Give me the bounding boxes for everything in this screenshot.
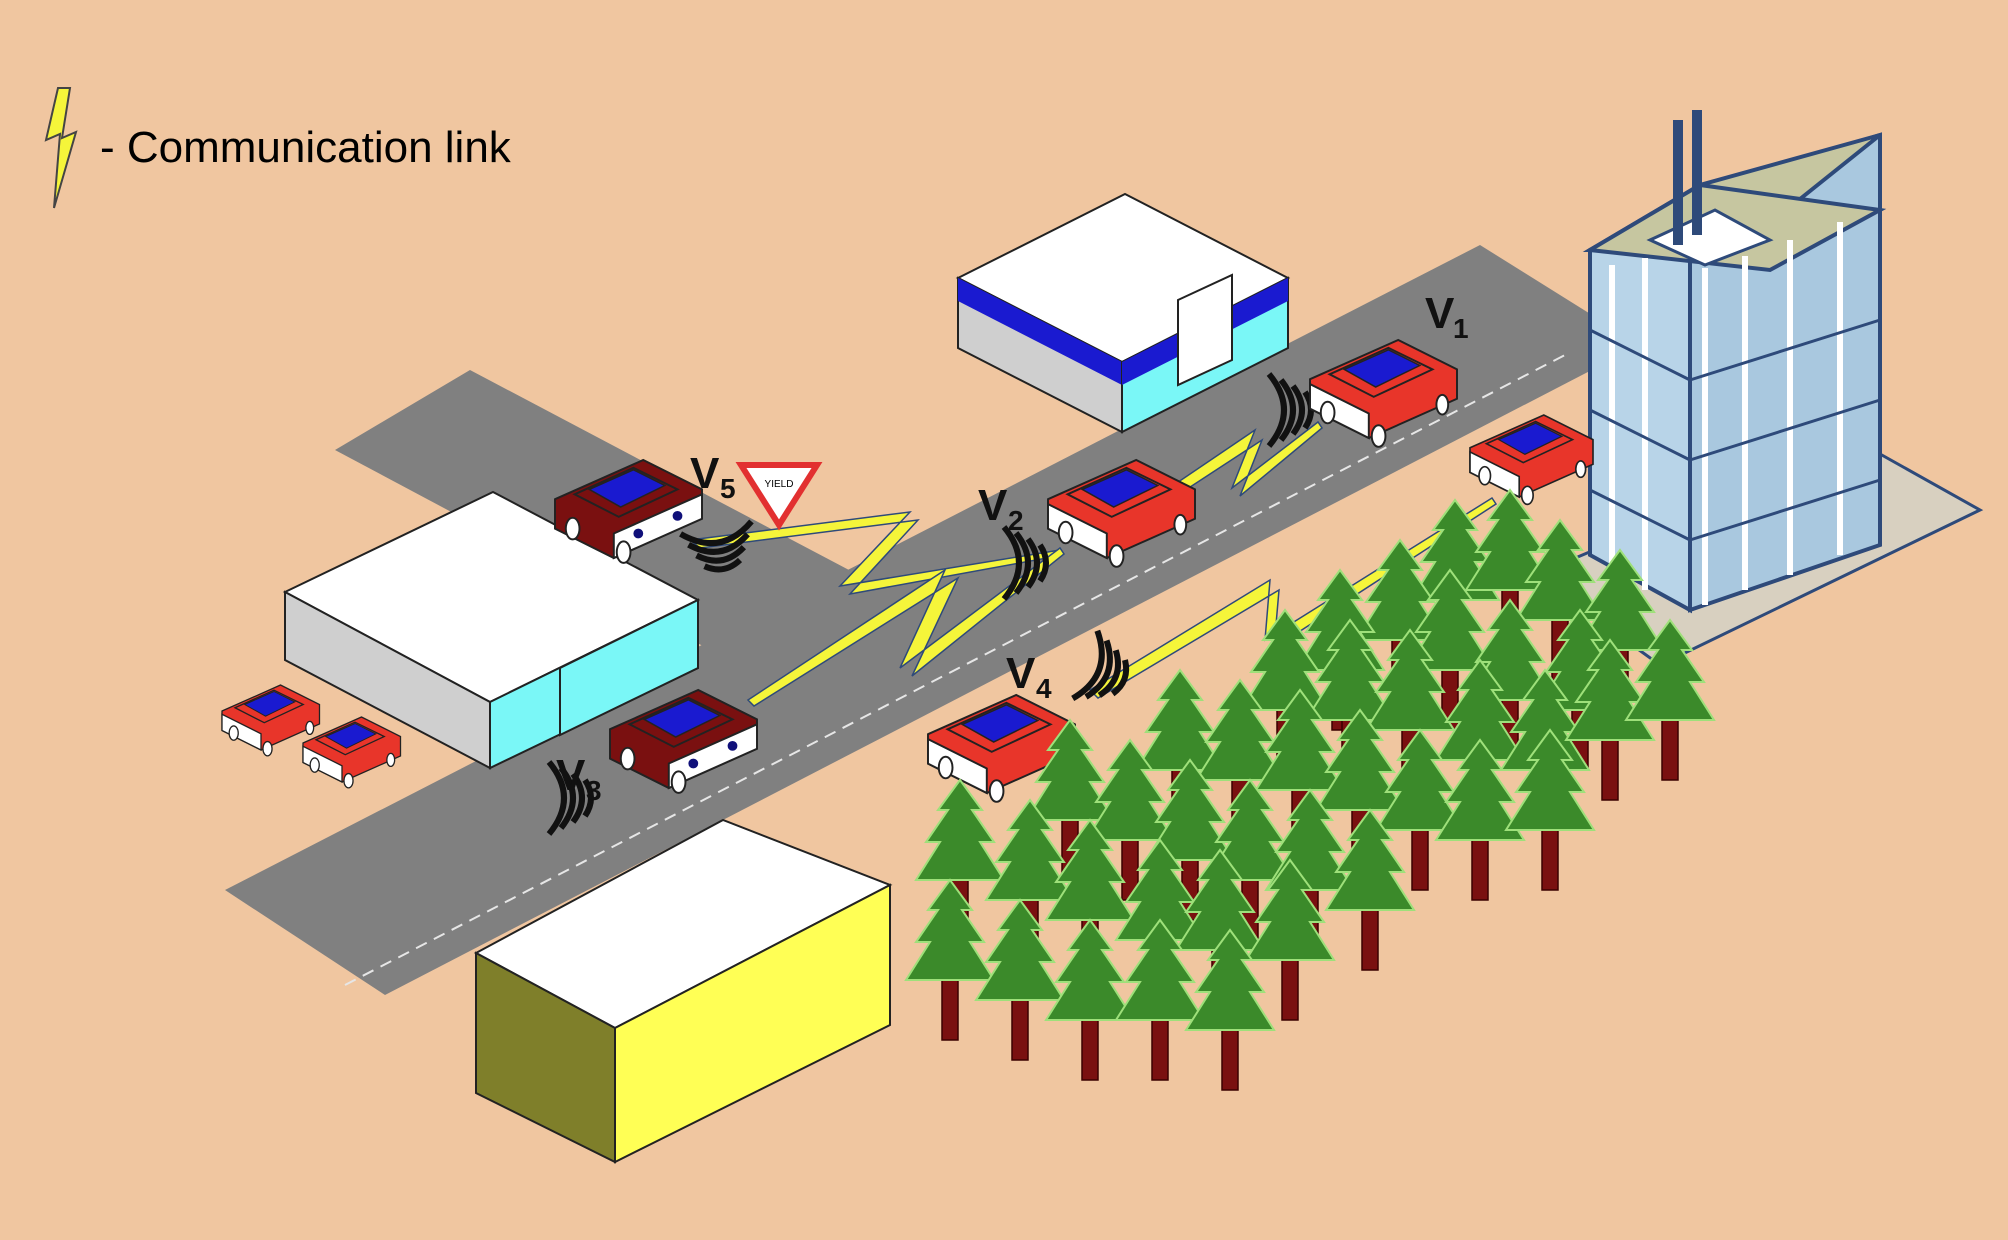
link-v3-v2 — [746, 546, 1066, 707]
label-v5-letter: V — [690, 449, 720, 498]
lane-marking — [344, 354, 1566, 986]
office-building-top — [955, 192, 1291, 434]
yield-sign-text: YIELD — [765, 479, 794, 490]
label-v4-index: 4 — [1036, 673, 1052, 704]
warehouse-building-left — [282, 490, 701, 770]
yellow-building — [473, 818, 893, 1164]
vehicle-labels: V 1 V 2 V 3 V 4 V 5 — [556, 289, 1469, 806]
lightning-bolt-icon — [44, 87, 78, 209]
label-v2-index: 2 — [1008, 505, 1024, 536]
label-v4-letter: V — [1006, 649, 1036, 698]
yield-sign: YIELD — [735, 462, 823, 531]
label-v1-index: 1 — [1453, 313, 1469, 344]
label-v5-index: 5 — [720, 473, 736, 504]
link-v4-v1r — [1088, 496, 1498, 699]
label-v2-letter: V — [978, 481, 1008, 530]
label-v3-letter: V — [556, 751, 586, 800]
legend: - Communication link — [44, 87, 512, 209]
label-v3-index: 3 — [586, 775, 602, 806]
legend-label: - Communication link — [100, 123, 512, 172]
label-v1-letter: V — [1425, 289, 1455, 338]
